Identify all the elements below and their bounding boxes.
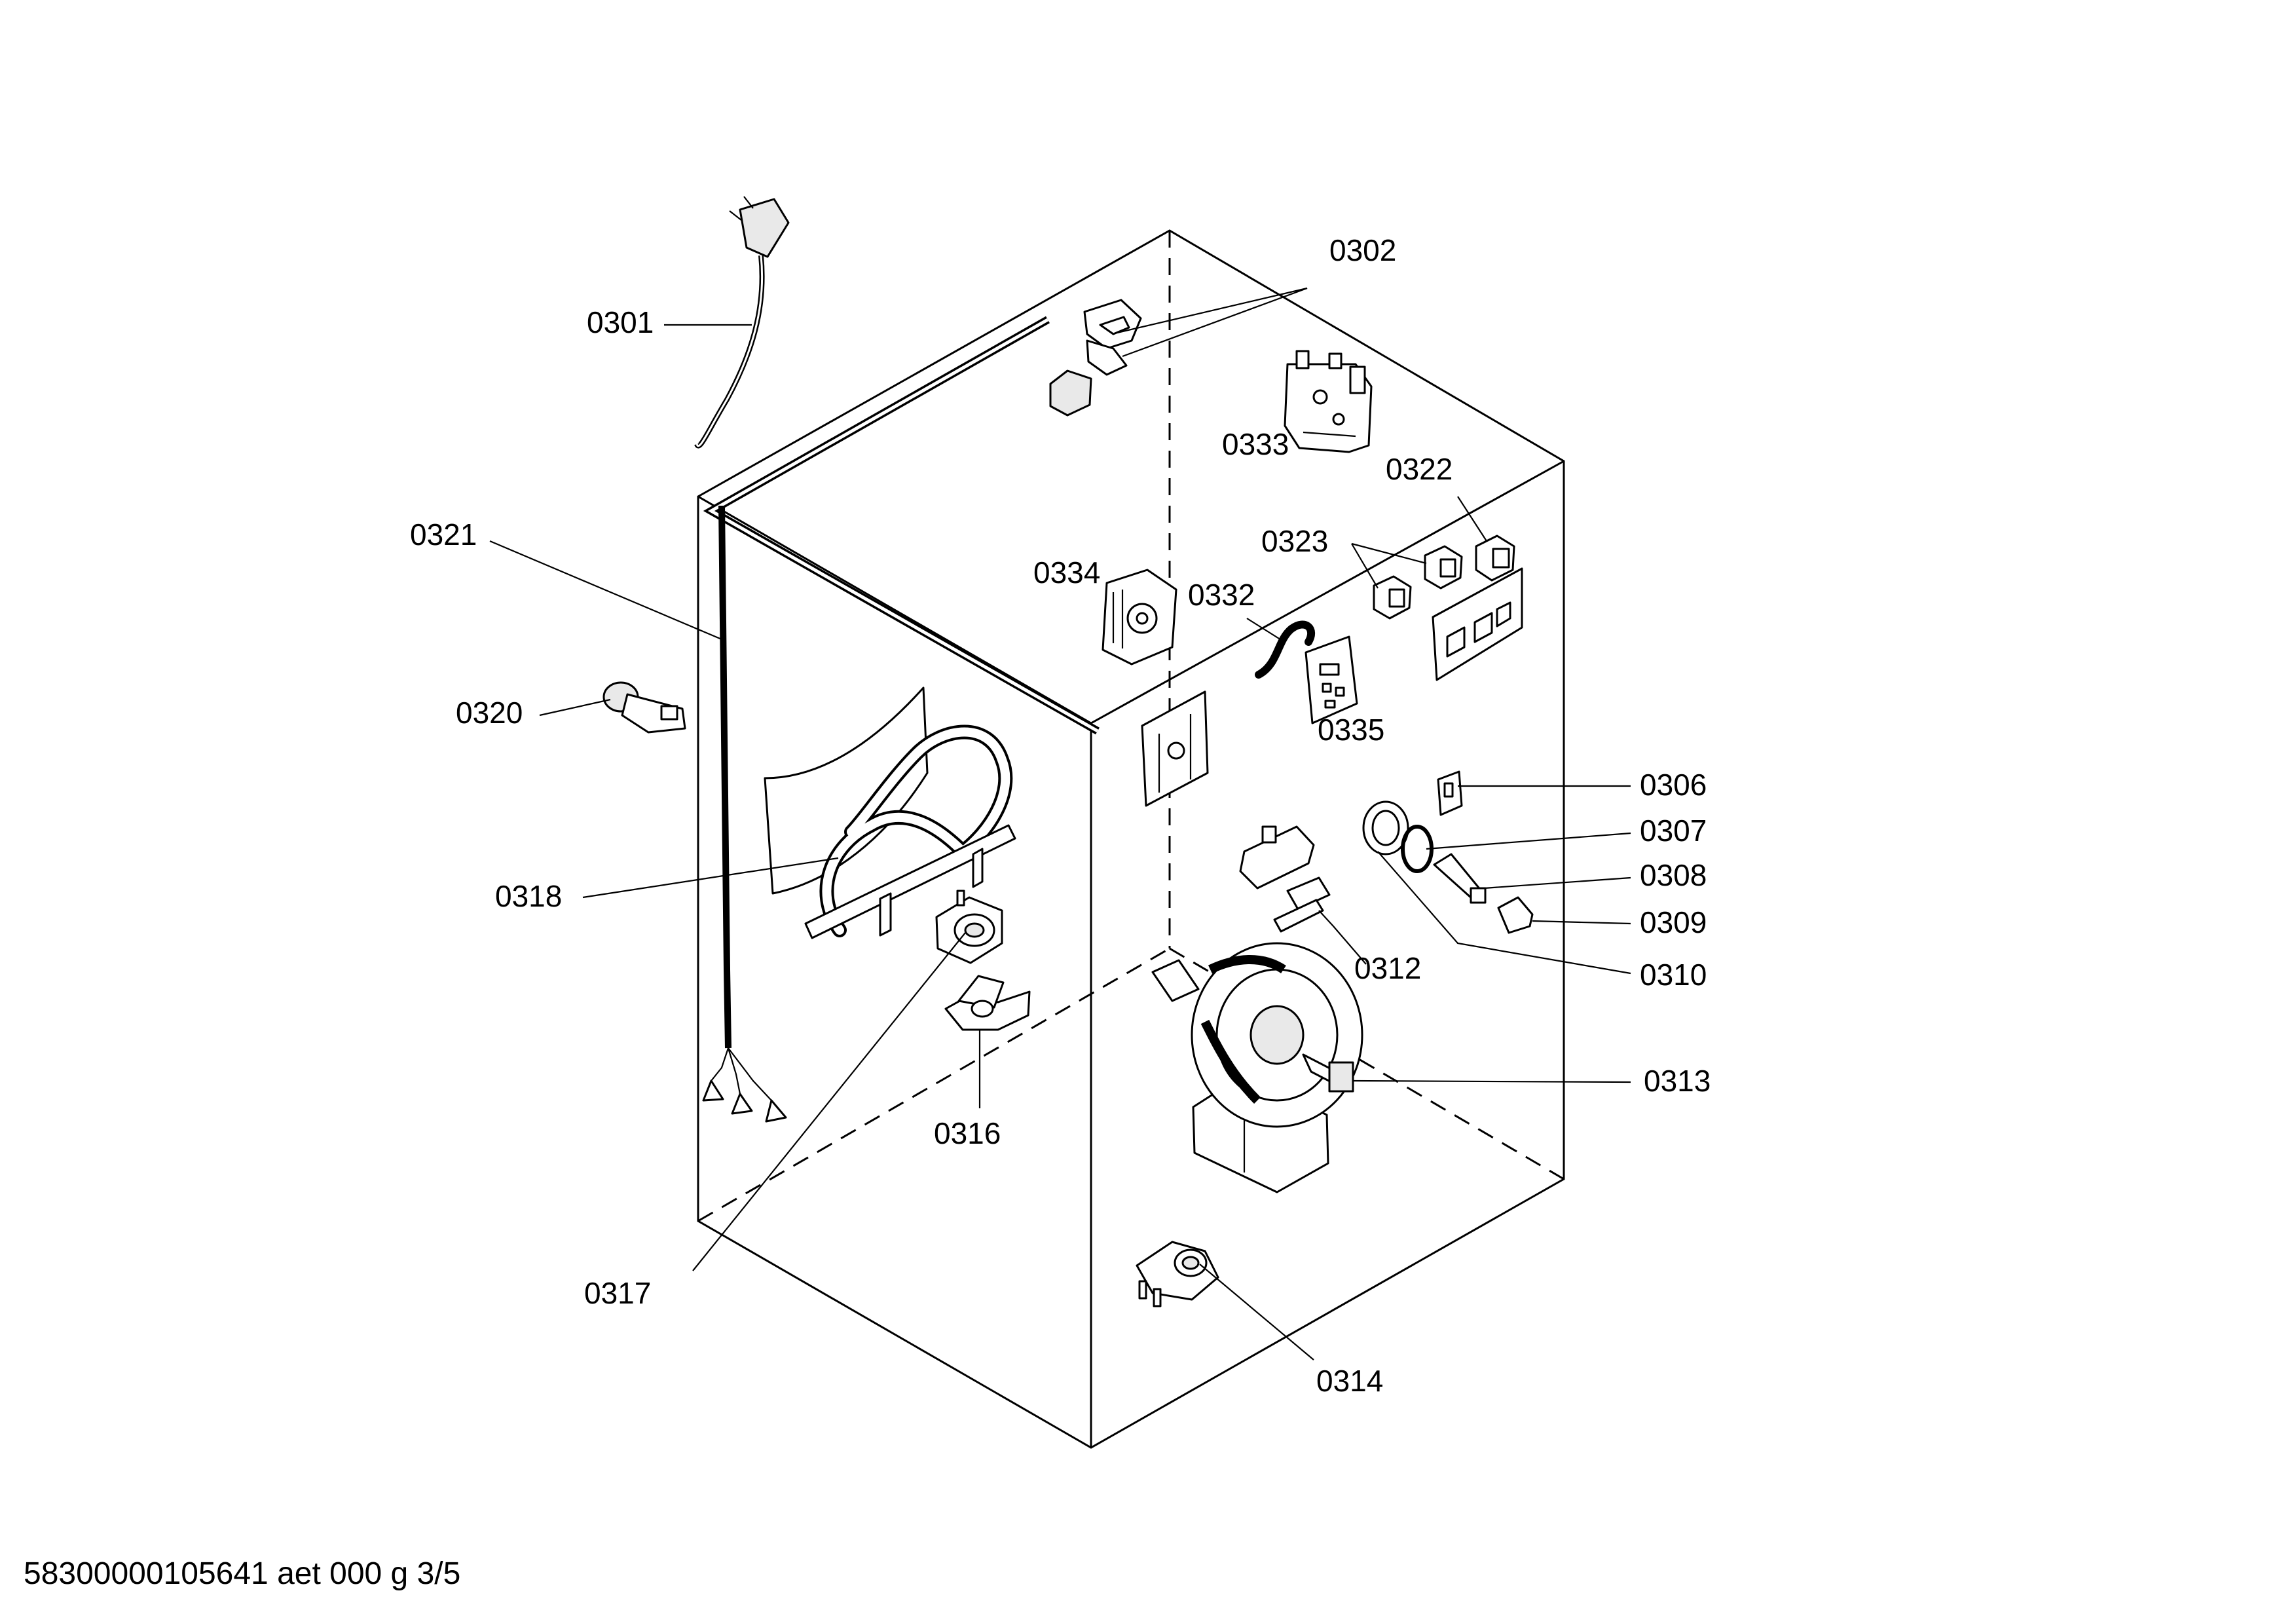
part-label-0317: 0317	[584, 1276, 651, 1310]
timer-module-icon	[1102, 569, 1177, 666]
bracket-icon	[1437, 770, 1463, 816]
thermostat-icon	[935, 890, 1003, 964]
cable-icon	[1255, 620, 1316, 679]
relay-icon	[944, 975, 1031, 1031]
part-label-0334: 0334	[1033, 555, 1100, 590]
part-label-0312: 0312	[1354, 951, 1421, 985]
power-cord-plug-icon	[694, 196, 790, 449]
part-label-0301: 0301	[587, 305, 654, 339]
sensor-icon	[1497, 896, 1534, 934]
leader-lines	[489, 287, 1631, 1361]
motor-icon	[1151, 942, 1363, 1193]
cable-harness-icon	[702, 316, 1100, 1123]
part-labels: 0301 0302 0306 0307 0308 0309 0310 0312 …	[410, 233, 1711, 1398]
part-label-0332: 0332	[1188, 578, 1255, 612]
part-label-0320: 0320	[456, 696, 523, 730]
part-label-0316: 0316	[934, 1116, 1001, 1150]
part-label-0302: 0302	[1329, 233, 1396, 267]
document-id-footer: 58300000105641 aet 000 g 3/5	[24, 1556, 461, 1591]
part-label-0322: 0322	[1386, 452, 1453, 486]
part-label-0335: 0335	[1318, 713, 1384, 747]
heating-element-icon	[764, 686, 1016, 939]
mounting-bracket-icon	[1141, 690, 1209, 807]
switch-icon	[1239, 825, 1331, 933]
part-label-0306: 0306	[1640, 768, 1707, 802]
control-module-icon	[1284, 350, 1373, 453]
clip-icon	[1049, 299, 1142, 417]
part-label-0333: 0333	[1222, 427, 1289, 461]
part-label-0308: 0308	[1640, 858, 1707, 892]
switch-panel-icon	[1432, 567, 1523, 681]
part-label-0309: 0309	[1640, 905, 1707, 939]
capacitor-icon	[602, 681, 686, 734]
part-label-0310: 0310	[1640, 958, 1707, 992]
part-label-0321: 0321	[410, 517, 477, 552]
part-label-0314: 0314	[1316, 1364, 1383, 1398]
part-label-0318: 0318	[495, 879, 562, 913]
ring-nut-icon	[1362, 800, 1409, 855]
thermostat-icon	[1136, 1241, 1219, 1307]
part-label-0313: 0313	[1644, 1064, 1711, 1098]
pushbutton-switch-icon	[1373, 535, 1515, 620]
nozzle-icon	[1433, 853, 1487, 904]
circuit-board-icon	[1305, 635, 1358, 724]
housing-outline	[697, 229, 1565, 1449]
part-label-0307: 0307	[1640, 814, 1707, 848]
part-label-0323: 0323	[1261, 524, 1328, 558]
